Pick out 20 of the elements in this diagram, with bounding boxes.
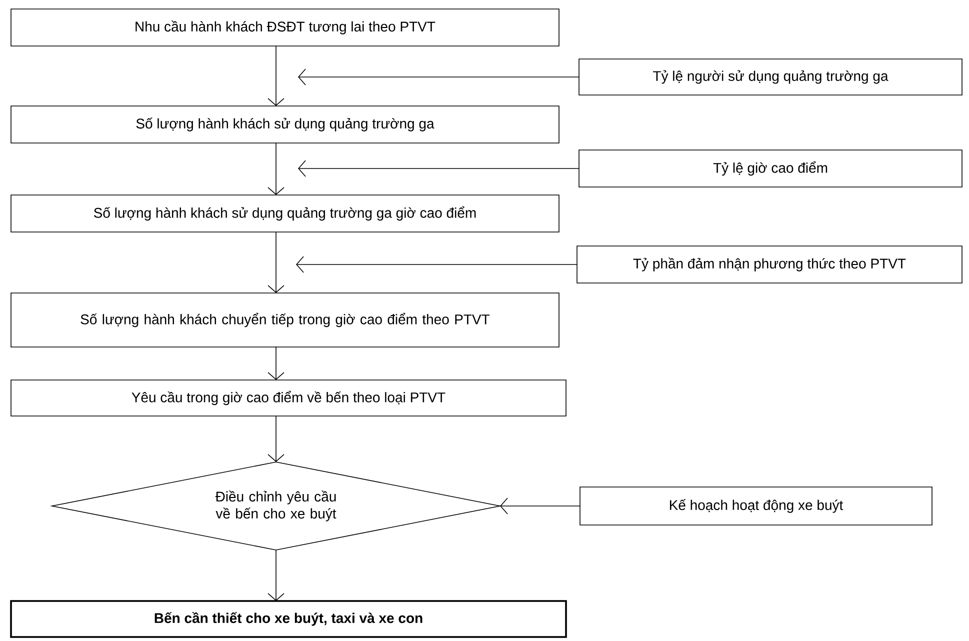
- process-box: Số lượng hành khách chuyển tiếp trong giờ cao điểm theo PTVT: [10, 292, 560, 348]
- arrow: [268, 142, 284, 195]
- process-box: Số lượng hành khách sử dụng quảng trường ga giờ cao điểm: [10, 194, 560, 232]
- process-box: Tỷ lệ người sử dụng quảng trường ga: [578, 58, 962, 96]
- arrow: [268, 346, 284, 380]
- arrow: [298, 160, 580, 177]
- arrow: [268, 46, 284, 106]
- process-box: Số lượng hành khách sử dụng quảng trường ga: [10, 106, 560, 144]
- arrow: [298, 68, 580, 86]
- process-box: Tỷ phần đảm nhận phương thức theo PTVT: [576, 246, 962, 284]
- arrow: [268, 416, 284, 462]
- arrow: [268, 232, 284, 293]
- arrow: [268, 550, 284, 601]
- arrow: [500, 498, 580, 514]
- process-box: Kế hoạch hoạt động xe buýt: [580, 486, 932, 526]
- result-box: Bến cần thiết cho xe buýt, taxi và xe con: [10, 600, 567, 638]
- process-box: Yêu cầu trong giờ cao điểm về bến theo loại PTVT: [10, 380, 566, 416]
- process-box: Tỷ lệ giờ cao điểm: [578, 150, 962, 188]
- arrow: [296, 256, 578, 273]
- process-box: Nhu cầu hành khách ĐSĐT tương lai theo PTVT: [10, 8, 560, 46]
